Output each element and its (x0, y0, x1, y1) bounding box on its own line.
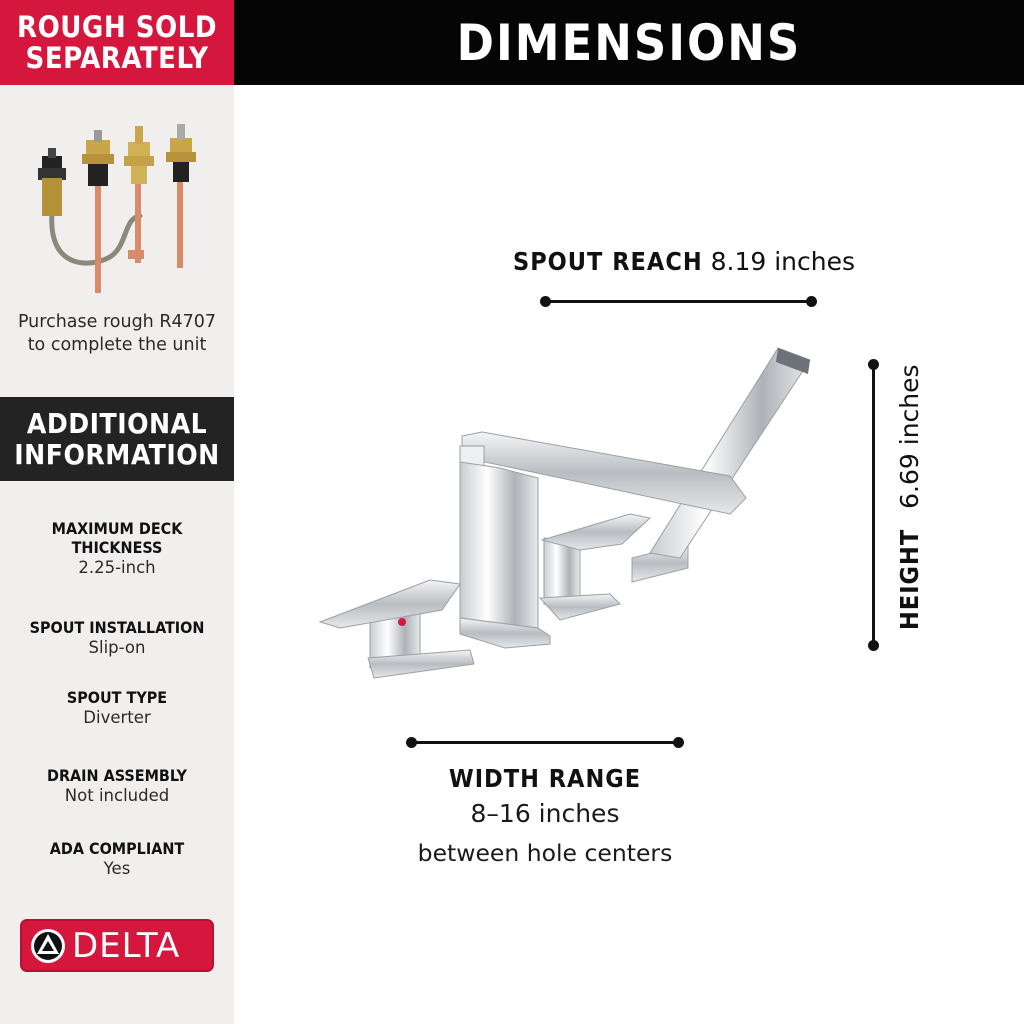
spec-max-deck-thickness: MAXIMUM DECK THICKNESS 2.25-inch (0, 519, 234, 579)
spec-drain-assembly: DRAIN ASSEMBLY Not included (0, 766, 234, 807)
spec-spout-installation: SPOUT INSTALLATION Slip-on (0, 618, 234, 659)
width-range-line (412, 741, 678, 744)
spout-reach-text: SPOUT REACH 8.19 inches (513, 247, 855, 276)
width-range-text: WIDTH RANGE 8–16 inches between hole cen… (395, 762, 695, 874)
width-range-note: between hole centers (417, 839, 673, 867)
spec-label: DRAIN ASSEMBLY (47, 766, 187, 785)
spout-reach-label: SPOUT REACH (513, 247, 703, 276)
height-label: HEIGHT (895, 528, 924, 630)
rough-valve-image (38, 124, 196, 293)
delta-logo-text: DELTA (72, 925, 181, 966)
additional-header-line2: INFORMATION (14, 438, 220, 471)
spec-label: SPOUT INSTALLATION (29, 618, 205, 637)
spec-label: ADA COMPLIANT (49, 839, 185, 858)
spec-ada-compliant: ADA COMPLIANT Yes (0, 839, 234, 880)
height-value: 6.69 inches (895, 364, 924, 509)
spec-label: THICKNESS (71, 538, 163, 557)
height-line (872, 365, 875, 645)
spec-label: SPOUT TYPE (66, 688, 168, 707)
faucet-image (318, 347, 811, 679)
spout-reach-value: 8.19 inches (710, 247, 856, 276)
spec-value: Slip-on (88, 638, 146, 657)
height-dot-bottom (868, 640, 879, 651)
delta-triangle-icon (31, 928, 65, 963)
spout-reach-dot-right (806, 296, 817, 307)
dimensions-banner: DIMENSIONS (234, 0, 1024, 85)
rough-sold-separately-banner: ROUGH SOLD SEPARATELY (0, 0, 234, 85)
height-text: HEIGHT 6.69 inches (895, 364, 924, 630)
spec-value: Diverter (83, 708, 151, 727)
spout-reach-line (545, 300, 811, 303)
height-dot-top (868, 359, 879, 370)
rough-header-line1: ROUGH SOLD (16, 9, 218, 44)
dimensions-title: DIMENSIONS (456, 13, 802, 72)
spec-spout-type: SPOUT TYPE Diverter (0, 688, 234, 729)
rough-caption: Purchase rough R4707 to complete the uni… (0, 311, 234, 357)
width-range-label: WIDTH RANGE (448, 764, 642, 793)
spec-label: MAXIMUM DECK (51, 519, 183, 538)
additional-header-line1: ADDITIONAL (26, 407, 208, 440)
sidebar: ROUGH SOLD SEPARATELY Purchase rough R47 (0, 0, 234, 1024)
spec-value: Not included (64, 786, 170, 805)
spout-reach-dot-left (540, 296, 551, 307)
rough-caption-line2: to complete the unit (27, 335, 207, 355)
delta-logo: DELTA (20, 919, 214, 972)
spec-value: 2.25-inch (78, 558, 156, 577)
rough-header-line2: SEPARATELY (25, 40, 209, 75)
spec-value: Yes (103, 859, 131, 878)
additional-information-banner: ADDITIONAL INFORMATION (0, 397, 234, 481)
rough-caption-line1: Purchase rough R4707 (17, 312, 217, 332)
width-range-dot-right (673, 737, 684, 748)
width-range-value: 8–16 inches (470, 799, 620, 828)
width-range-dot-left (406, 737, 417, 748)
